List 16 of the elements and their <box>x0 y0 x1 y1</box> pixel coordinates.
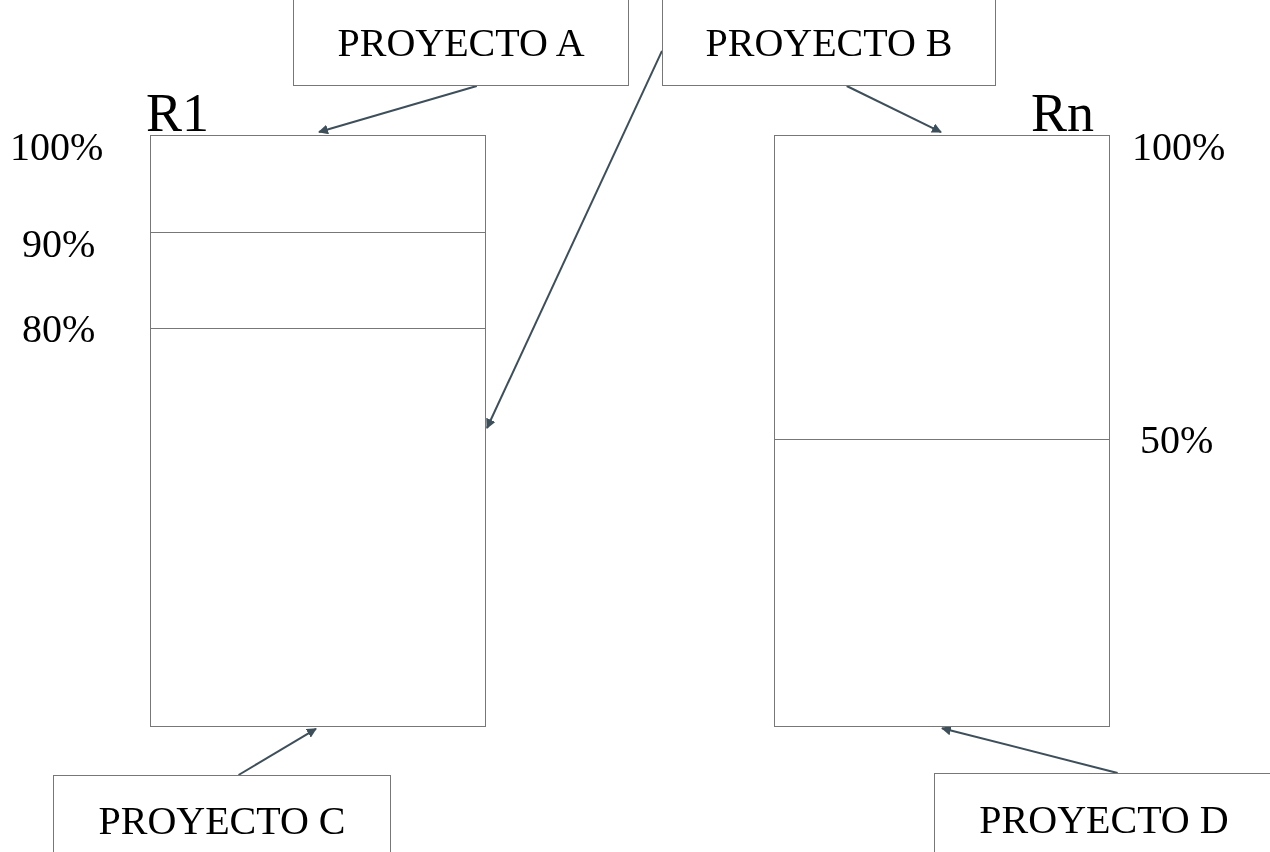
percent-label: 50% <box>1140 420 1214 460</box>
arrow <box>318 85 478 135</box>
percent-label: 100% <box>1132 127 1226 167</box>
percent-label: 100% <box>10 127 104 167</box>
project-box: PROYECTO B <box>662 0 996 86</box>
arrow <box>941 725 1119 774</box>
bar-heading: R1 <box>146 86 210 140</box>
project-box: PROYECTO A <box>293 0 629 86</box>
arrow <box>486 49 663 430</box>
arrow <box>237 727 317 776</box>
project-box: PROYECTO C <box>53 775 391 852</box>
arrow <box>845 85 942 134</box>
percent-label: 90% <box>22 224 96 264</box>
bar-heading: Rn <box>1031 86 1095 140</box>
percent-label: 80% <box>22 309 96 349</box>
project-box: PROYECTO D <box>934 773 1270 852</box>
